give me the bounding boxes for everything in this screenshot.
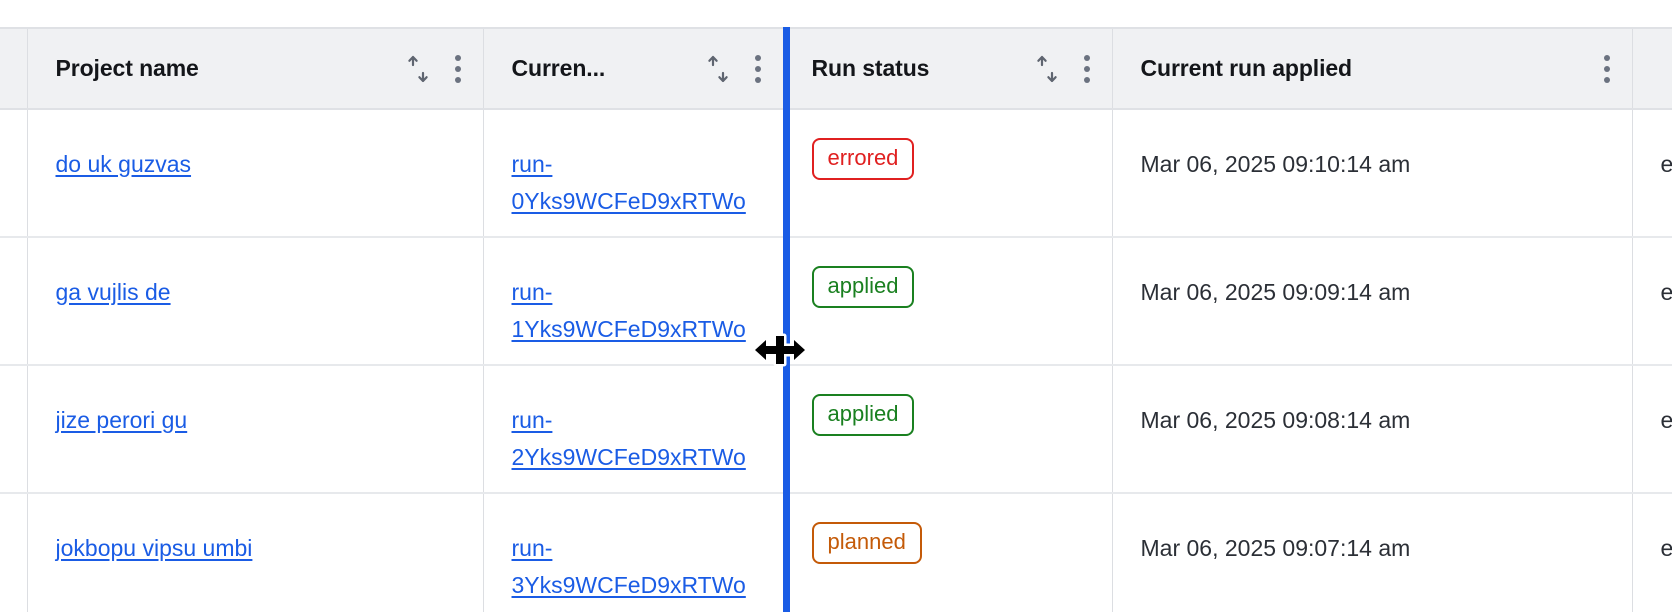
row-select-cell[interactable] bbox=[0, 237, 28, 366]
column-menu-icon[interactable] bbox=[454, 54, 461, 83]
project-name-link[interactable]: ga vujlis de bbox=[55, 279, 171, 305]
current-run-link[interactable]: run-0Yks9WCFeD9xRTWo bbox=[511, 151, 746, 214]
column-header-select[interactable] bbox=[0, 27, 28, 110]
workspace-value: e bbox=[1660, 407, 1672, 433]
table-row[interactable]: ga vujlis de run-1Yks9WCFeD9xRTWo applie… bbox=[0, 237, 1672, 366]
current-run-link[interactable]: run-3Yks9WCFeD9xRTWo bbox=[511, 535, 746, 598]
column-header-actions-project-name bbox=[407, 54, 461, 84]
row-select-cell[interactable] bbox=[0, 365, 28, 494]
project-name-link[interactable]: jize perori gu bbox=[55, 407, 188, 433]
sort-icon[interactable] bbox=[1036, 54, 1058, 84]
status-badge: planned bbox=[811, 522, 922, 564]
run-status-cell: applied bbox=[783, 237, 1113, 366]
project-name-cell: ga vujlis de bbox=[27, 237, 484, 366]
column-header-workspace[interactable]: V bbox=[1632, 27, 1672, 110]
workspace-value: e bbox=[1660, 279, 1672, 305]
project-name-cell: jize perori gu bbox=[27, 365, 484, 494]
column-header-project-name[interactable]: Project name bbox=[27, 27, 484, 110]
table-row[interactable]: jokbopu vipsu umbi run-3Yks9WCFeD9xRTWo … bbox=[0, 493, 1672, 612]
column-menu-icon[interactable] bbox=[1603, 54, 1610, 83]
current-run-applied-cell: Mar 06, 2025 09:09:14 am bbox=[1112, 237, 1633, 366]
run-status-cell: planned bbox=[783, 493, 1113, 612]
column-header-current-run-applied[interactable]: Current run applied bbox=[1112, 27, 1633, 110]
status-badge: applied bbox=[811, 266, 915, 308]
current-run-link[interactable]: run-2Yks9WCFeD9xRTWo bbox=[511, 407, 746, 470]
project-name-link[interactable]: jokbopu vipsu umbi bbox=[55, 535, 253, 561]
column-menu-icon[interactable] bbox=[754, 54, 761, 83]
status-badge: applied bbox=[811, 394, 915, 436]
current-run-applied-cell: Mar 06, 2025 09:08:14 am bbox=[1112, 365, 1633, 494]
applied-timestamp: Mar 06, 2025 09:10:14 am bbox=[1140, 151, 1411, 177]
workspace-cell: e bbox=[1632, 493, 1672, 612]
row-select-cell[interactable] bbox=[0, 493, 28, 612]
column-header-label-current-run-applied: Current run applied bbox=[1140, 55, 1353, 81]
workspace-value: e bbox=[1660, 535, 1672, 561]
applied-timestamp: Mar 06, 2025 09:08:14 am bbox=[1140, 407, 1411, 433]
column-header-label-run-status: Run status bbox=[811, 55, 930, 81]
column-header-actions-current-run-applied bbox=[1603, 54, 1610, 83]
sort-icon[interactable] bbox=[707, 54, 729, 84]
project-name-cell: do uk guzvas bbox=[27, 109, 484, 238]
current-run-applied-cell: Mar 06, 2025 09:10:14 am bbox=[1112, 109, 1633, 238]
sort-icon[interactable] bbox=[407, 54, 429, 84]
project-name-link[interactable]: do uk guzvas bbox=[55, 151, 192, 177]
current-run-link[interactable]: run-1Yks9WCFeD9xRTWo bbox=[511, 279, 746, 342]
column-header-actions-run-status bbox=[1036, 54, 1090, 84]
projects-table: Project name bbox=[0, 27, 1672, 612]
table-row[interactable]: jize perori gu run-2Yks9WCFeD9xRTWo appl… bbox=[0, 365, 1672, 494]
table-body: do uk guzvas run-0Yks9WCFeD9xRTWo errore… bbox=[0, 109, 1672, 612]
project-name-cell: jokbopu vipsu umbi bbox=[27, 493, 484, 612]
applied-timestamp: Mar 06, 2025 09:09:14 am bbox=[1140, 279, 1411, 305]
workspace-cell: e bbox=[1632, 109, 1672, 238]
column-header-run-status[interactable]: Run status bbox=[783, 27, 1113, 110]
current-run-applied-cell: Mar 06, 2025 09:07:14 am bbox=[1112, 493, 1633, 612]
current-run-cell: run-0Yks9WCFeD9xRTWo bbox=[483, 109, 784, 238]
column-header-current-run[interactable]: Curren... bbox=[483, 27, 784, 110]
workspace-cell: e bbox=[1632, 365, 1672, 494]
column-header-label-project-name: Project name bbox=[55, 55, 199, 81]
applied-timestamp: Mar 06, 2025 09:07:14 am bbox=[1140, 535, 1411, 561]
current-run-cell: run-2Yks9WCFeD9xRTWo bbox=[483, 365, 784, 494]
header-row: Project name bbox=[0, 27, 1672, 110]
row-select-cell[interactable] bbox=[0, 109, 28, 238]
run-status-cell: errored bbox=[783, 109, 1113, 238]
table-header: Project name bbox=[0, 27, 1672, 110]
column-header-label-current-run: Curren... bbox=[511, 55, 606, 81]
current-run-cell: run-3Yks9WCFeD9xRTWo bbox=[483, 493, 784, 612]
column-header-actions-current-run bbox=[707, 54, 761, 84]
current-run-cell: run-1Yks9WCFeD9xRTWo bbox=[483, 237, 784, 366]
run-status-cell: applied bbox=[783, 365, 1113, 494]
table-row[interactable]: do uk guzvas run-0Yks9WCFeD9xRTWo errore… bbox=[0, 109, 1672, 238]
column-menu-icon[interactable] bbox=[1083, 54, 1090, 83]
workspace-value: e bbox=[1660, 151, 1672, 177]
workspace-cell: e bbox=[1632, 237, 1672, 366]
status-badge: errored bbox=[811, 138, 915, 180]
